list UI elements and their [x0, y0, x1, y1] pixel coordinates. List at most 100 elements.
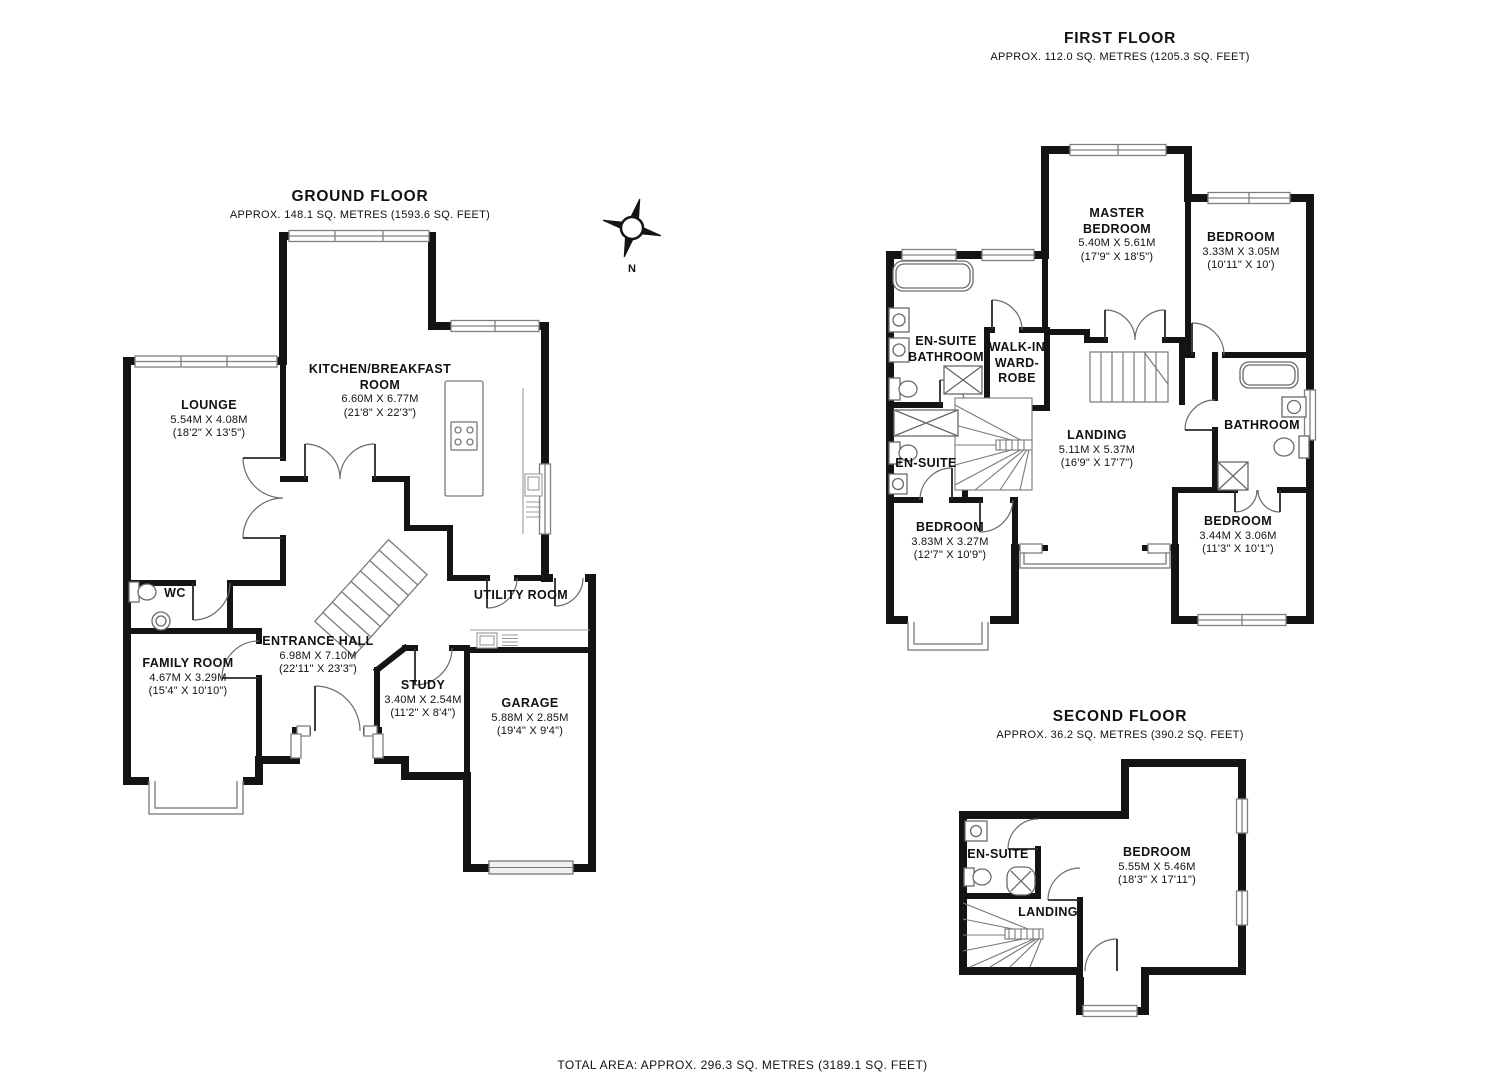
sink-icon [1281, 396, 1307, 418]
bathtub-icon [892, 260, 974, 292]
dormer-door-opening [1083, 965, 1119, 977]
master-bedroom-label: MASTER BEDROOM 5.40M X 5.61M (17'9" X 18… [1055, 206, 1179, 265]
room-dims-m: 3.83M X 3.27M [911, 535, 989, 548]
room-dims-ft: (19'4" X 9'4") [496, 725, 564, 738]
ensuite-bathroom-label: EN-SUITE BATHROOM [894, 334, 998, 365]
room-name: EN-SUITE [967, 847, 1029, 861]
sink-icon [888, 307, 910, 333]
room-dims-ft: (15'4" X 10'10") [148, 685, 228, 698]
bedroom-br-window-icon [1197, 613, 1287, 627]
front-sidelight-icons [290, 725, 384, 759]
toilet-icon [888, 441, 918, 465]
kitchen-right-window-icon [538, 463, 552, 535]
room-dims-m: 6.98M X 7.10M [279, 649, 357, 662]
compass-rose-icon: N [602, 198, 662, 275]
shower-icon [1006, 866, 1036, 896]
second-floor-area-text: APPROX. 36.2 SQ. METRES (390.2 SQ. FEET) [996, 729, 1244, 741]
room-dims-m: 5.40M X 5.61M [1078, 237, 1156, 250]
room-dims-ft: (17'9" X 18'5") [1080, 251, 1154, 263]
ensuite-label: EN-SUITE [886, 456, 966, 472]
landing-label: LANDING 5.11M X 5.37M (16'9" X 17'7") [1035, 428, 1159, 471]
winder-stairs-icon [954, 397, 1033, 491]
first-floor-plan: MASTER BEDROOM 5.40M X 5.61M (17'9" X 18… [880, 140, 1320, 670]
room-dims-ft: (12'7" X 10'9") [913, 549, 987, 562]
garage-door-icon [488, 860, 574, 875]
kitchen-sink-icon [522, 388, 543, 534]
room-name: BATHROOM [1224, 418, 1300, 432]
family-bay-window-icon [148, 781, 244, 815]
stairs-icon [1089, 351, 1169, 403]
room-dims-ft: (11'2" X 8'4") [390, 707, 456, 720]
back-door-opening [553, 572, 585, 584]
interior-walls [124, 358, 595, 779]
room-dims-ft: (21'8" X 22'3") [343, 407, 417, 419]
first-floor-title-text: FIRST FLOOR [1063, 30, 1177, 47]
room-name: WC [164, 586, 186, 600]
compass-rose: N [592, 196, 672, 280]
room-name: EN-SUITE [895, 456, 957, 470]
shower-icon [893, 409, 959, 437]
walk-in-wardrobe-label: WALK-IN WARD-ROBE [984, 340, 1050, 387]
windows [1082, 798, 1249, 1018]
garage-label: GARAGE 5.88M X 2.85M (19'4" X 9'4") [475, 696, 585, 739]
kitchen-window-icon [288, 229, 430, 243]
ensuite-bath-window-icons [901, 248, 1035, 262]
stairs-icon [313, 538, 429, 658]
room-dims-ft: (11'3" X 10'1") [1202, 543, 1274, 556]
room-dims-ft: (18'2" X 13'5") [172, 427, 246, 440]
room-dims-m: 3.33M X 3.05M [1202, 245, 1280, 258]
master-window-icon [1069, 143, 1167, 157]
room-name: BEDROOM [1122, 845, 1192, 859]
room-dims-m: 3.44M X 3.06M [1199, 529, 1277, 542]
room-name: LANDING [1067, 428, 1127, 442]
ensuite-fixtures [888, 409, 959, 495]
first-floor-area-text: APPROX. 112.0 SQ. METRES (1205.3 SQ. FEE… [990, 51, 1250, 63]
toilet-icon [128, 581, 157, 603]
first-floor-title: FIRST FLOOR APPROX. 112.0 SQ. METRES (12… [920, 30, 1320, 63]
ground-floor-area-text: APPROX. 148.1 SQ. METRES (1593.6 SQ. FEE… [229, 209, 491, 221]
sink-icon [888, 473, 908, 495]
bathroom-label: BATHROOM [1210, 418, 1314, 434]
toilet-icon [888, 377, 918, 401]
room-name: WALK-IN WARD-ROBE [988, 340, 1046, 386]
winder-stairs-icon [962, 902, 1044, 968]
kitchen-label: KITCHEN/BREAKFAST ROOM 6.60M X 6.77M (21… [305, 362, 455, 421]
bedroom-label: BEDROOM 5.55M X 5.46M (18'3" X 17'11") [1095, 845, 1219, 888]
room-dims-ft: (22'11" X 23'3") [279, 663, 357, 676]
room-name: ENTRANCE HALL [262, 634, 374, 648]
bedroom-bay-window-icon [907, 622, 989, 651]
utility-room-label: UTILITY ROOM [471, 588, 571, 604]
dormer-window-icon [1082, 1004, 1138, 1018]
family-room-label: FAMILY ROOM 4.67M X 3.29M (15'4" X 10'10… [128, 656, 248, 699]
door-swings [1007, 818, 1118, 972]
room-name: BEDROOM [915, 520, 985, 534]
wc-fixtures [128, 581, 171, 631]
toilet-icon [963, 867, 992, 887]
room-name: MASTER BEDROOM [1082, 206, 1152, 236]
shower-icon [943, 365, 983, 395]
ground-floor-title-text: GROUND FLOOR [291, 188, 429, 205]
north-label: N [628, 263, 636, 275]
windows [901, 143, 1317, 627]
ensuite-bathroom-fixtures [888, 260, 983, 401]
landing-label: LANDING [1006, 905, 1090, 921]
balcony-railing-icon [1019, 552, 1171, 569]
ensuite-label: EN-SUITE [958, 847, 1038, 863]
bathroom-fixtures [1217, 361, 1310, 491]
second-floor-plan: EN-SUITE BEDROOM 5.55M X 5.46M (18'3" X … [945, 753, 1255, 1021]
total-area-text: TOTAL AREA: APPROX. 296.3 SQ. METRES (31… [557, 1058, 928, 1072]
utility-sink-icon [470, 629, 590, 649]
sink-icon [964, 820, 988, 842]
lounge-label: LOUNGE 5.54M X 4.08M (18'2" X 13'5") [149, 398, 269, 441]
ground-floor-plan: LOUNGE 5.54M X 4.08M (18'2" X 13'5") KIT… [115, 226, 615, 882]
room-name: FAMILY ROOM [142, 656, 234, 670]
ensuite-fixtures [963, 820, 1036, 896]
room-name: UTILITY ROOM [473, 588, 569, 602]
bedroom-window-icon [1235, 798, 1249, 834]
ground-floor-drawing [123, 229, 596, 875]
room-dims-m: 6.60M X 6.77M [341, 393, 419, 406]
second-floor-title-text: SECOND FLOOR [1052, 708, 1188, 725]
room-dims-m: 5.11M X 5.37M [1058, 443, 1136, 456]
bedroom-tr-window-icon [1207, 191, 1291, 205]
room-dims-m: 4.67M X 3.29M [149, 671, 227, 684]
